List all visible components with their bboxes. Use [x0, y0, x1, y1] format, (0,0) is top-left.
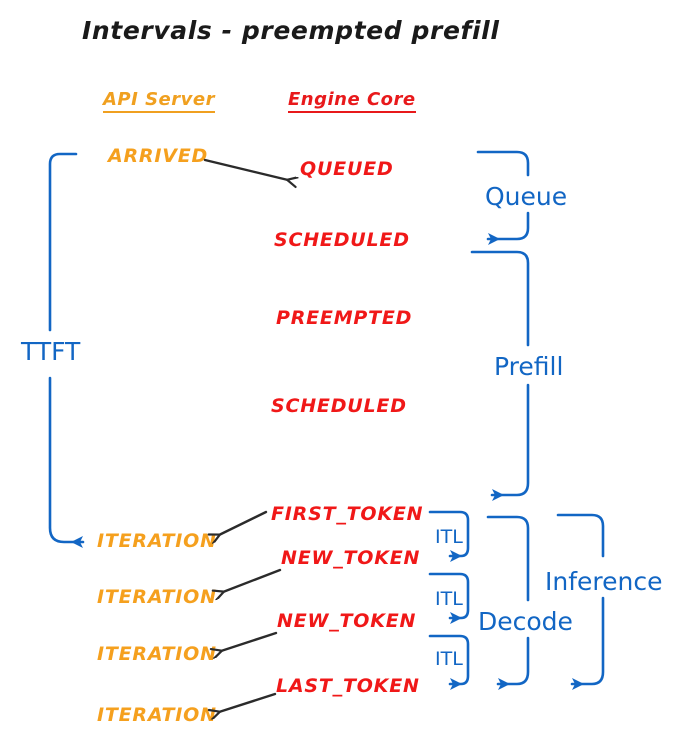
- interval-label-queue: Queue: [485, 182, 568, 211]
- bracket-inference: [558, 513, 605, 684]
- state-arrived: ARRIVED: [108, 145, 209, 167]
- arrow-new-token-to-iteration-2: [223, 568, 282, 592]
- state-new-token-1: NEW_TOKEN: [281, 547, 421, 569]
- state-new-token-2: NEW_TOKEN: [277, 610, 417, 632]
- arrow-first-token-to-iteration-1: [219, 510, 268, 535]
- arrow-arrived-to-queued: [203, 158, 288, 180]
- state-last-token: LAST_TOKEN: [276, 675, 420, 697]
- arrow-last-token-to-iteration-4: [219, 692, 277, 712]
- arrow-new-token-to-iteration-3: [221, 631, 278, 651]
- state-iteration-2: ITERATION: [97, 586, 217, 608]
- interval-label-decode: Decode: [478, 607, 573, 636]
- state-queued: QUEUED: [300, 158, 394, 180]
- interval-label-itl-1: ITL: [435, 526, 463, 548]
- interval-label-itl-2: ITL: [435, 588, 463, 610]
- state-iteration-4: ITERATION: [97, 704, 217, 726]
- bracket-decode: [488, 515, 530, 684]
- state-first-token: FIRST_TOKEN: [271, 503, 424, 525]
- column-header-api-server: API Server: [103, 89, 215, 113]
- interval-label-prefill: Prefill: [494, 352, 564, 381]
- interval-label-inference: Inference: [545, 567, 663, 596]
- state-iteration-3: ITERATION: [97, 643, 217, 665]
- column-header-engine-core: Engine Core: [288, 89, 416, 113]
- page-title: Intervals - preempted prefill: [82, 16, 500, 45]
- interval-label-ttft: TTFT: [21, 337, 81, 366]
- state-preempted: PREEMPTED: [276, 307, 413, 329]
- state-iteration-1: ITERATION: [97, 530, 217, 552]
- interval-label-itl-3: ITL: [435, 648, 463, 670]
- state-scheduled-2: SCHEDULED: [271, 395, 407, 417]
- state-scheduled-1: SCHEDULED: [274, 229, 410, 251]
